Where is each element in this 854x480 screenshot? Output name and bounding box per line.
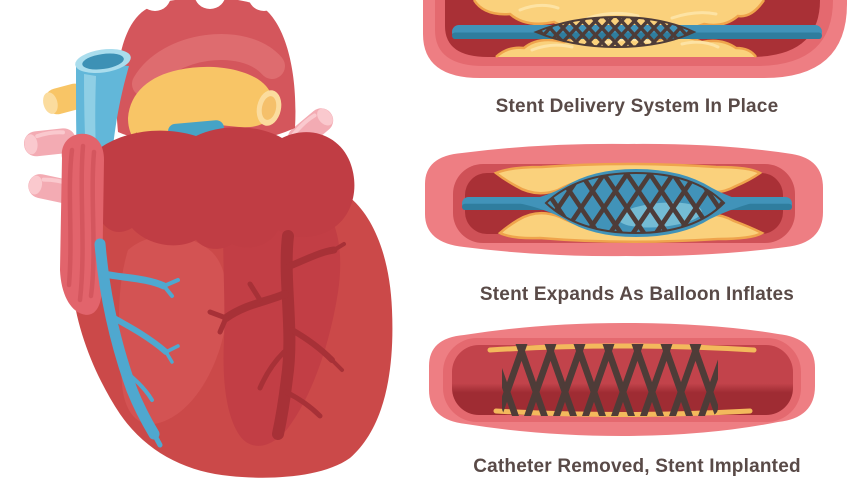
caption-stent-expands: Stent Expands As Balloon Inflates	[420, 282, 854, 308]
right-atrium-appendage	[60, 133, 104, 315]
stent-mesh-expanding	[544, 171, 726, 235]
artery-cross-section-stage-1	[423, 0, 847, 78]
stent-mesh-crimped	[533, 15, 697, 49]
caption-stent-delivery: Stent Delivery System In Place	[420, 94, 854, 120]
caption-catheter-removed: Catheter Removed, Stent Implanted	[420, 454, 854, 480]
artery-cross-section-stage-3	[429, 323, 815, 436]
cardiac-vein	[94, 238, 180, 448]
stent-mesh-implanted	[502, 344, 718, 416]
caption-text: Catheter Removed, Stent Implanted	[473, 456, 801, 477]
caption-text: Stent Delivery System In Place	[495, 96, 779, 117]
artery-cross-section-stage-2	[425, 143, 823, 257]
caption-text: Stent Expands As Balloon Inflates	[479, 284, 795, 305]
heart-illustration	[23, 0, 393, 478]
atria-mass	[93, 127, 355, 249]
coronary-artery	[207, 230, 346, 440]
